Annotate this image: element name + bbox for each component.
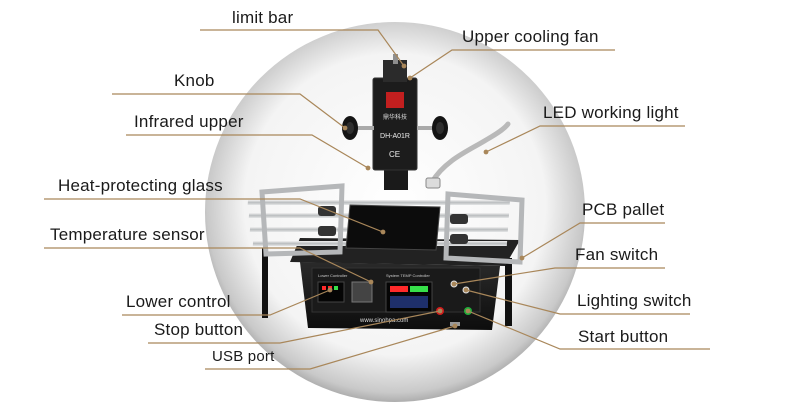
left-leg xyxy=(262,248,268,318)
label-limit-bar: limit bar xyxy=(232,8,294,27)
label-led-working-light: LED working light xyxy=(543,103,679,122)
ce-mark: CE xyxy=(389,150,400,159)
upper-head-top xyxy=(383,60,407,82)
knob-right[interactable] xyxy=(417,116,448,140)
leader-lines xyxy=(44,29,710,370)
leader-knob xyxy=(112,93,346,129)
label-infrared-upper: Infrared upper xyxy=(134,112,244,131)
label-pcb-pallet: PCB pallet xyxy=(582,200,665,219)
right-leg xyxy=(505,258,512,326)
brand-badge xyxy=(386,92,404,108)
leader-start xyxy=(467,310,710,350)
label-heat-protecting-glass: Heat-protecting glass xyxy=(58,176,223,195)
label-lighting-switch: Lighting switch xyxy=(577,291,692,310)
led-working-light xyxy=(429,121,511,185)
brand-cn: 鼎华科技 xyxy=(383,113,407,121)
label-stop-button: Stop button xyxy=(154,320,244,339)
label-knob: Knob xyxy=(174,71,215,90)
panel-caption: System TEMP Controller xyxy=(386,273,431,278)
leader-led xyxy=(485,125,685,153)
label-temperature-sensor: Temperature sensor xyxy=(50,225,205,244)
leader-infrared xyxy=(126,134,369,169)
label-usb-port: USB port xyxy=(212,348,275,365)
label-fan-switch: Fan switch xyxy=(575,245,659,264)
system-temp-display xyxy=(385,281,433,313)
website-label: www.sinohpa.com xyxy=(359,318,408,324)
leader-usb xyxy=(205,325,456,370)
limit-bar-post xyxy=(393,54,398,64)
leader-temp-sensor xyxy=(44,247,372,283)
lower-caption: Lower Controller xyxy=(318,273,348,278)
leader-lower-control xyxy=(122,289,331,316)
leader-dots xyxy=(327,63,525,329)
leader-pcb xyxy=(521,222,665,259)
leader-limit-bar xyxy=(200,29,405,67)
knob-left[interactable] xyxy=(342,116,374,140)
leader-upper-fan xyxy=(409,49,615,79)
label-start-button: Start button xyxy=(578,327,669,346)
model-label: DH-A01R xyxy=(380,133,410,140)
label-upper-cooling-fan: Upper cooling fan xyxy=(462,27,599,46)
heat-protecting-glass xyxy=(345,204,441,251)
leader-stop xyxy=(148,310,441,344)
led-lamp-head xyxy=(425,177,441,189)
leader-glass xyxy=(44,198,384,233)
leader-lighting xyxy=(465,289,690,315)
label-lower-control: Lower control xyxy=(126,292,231,311)
leader-fan-switch xyxy=(453,267,665,285)
